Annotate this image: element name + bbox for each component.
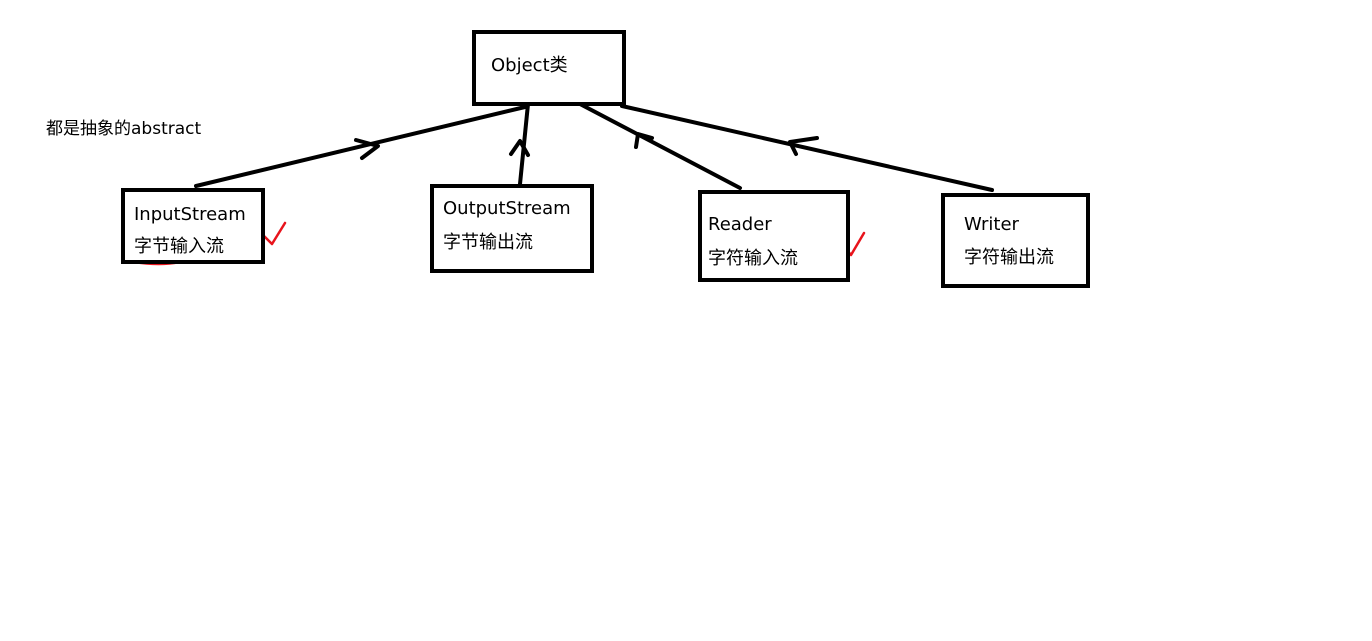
connector-reader-object <box>578 102 742 190</box>
writer-name: Writer <box>964 214 1019 235</box>
reader-class-box: Reader 字符输入流 <box>698 190 850 282</box>
arrowhead-outputstream <box>509 139 530 157</box>
object-class-label: Object类 <box>491 55 568 76</box>
inputstream-name: InputStream <box>134 204 246 225</box>
writer-desc: 字符输出流 <box>964 247 1054 268</box>
inputstream-desc: 字节输入流 <box>134 236 224 257</box>
outputstream-desc: 字节输出流 <box>443 232 533 253</box>
inputstream-class-box: InputStream 字节输入流 <box>121 188 265 264</box>
connector-writer-object <box>620 104 994 192</box>
reader-desc: 字符输入流 <box>708 248 798 269</box>
check-icon-inputstream <box>262 221 287 246</box>
reader-name: Reader <box>708 214 772 235</box>
abstract-note: 都是抽象的abstract <box>46 119 202 139</box>
connector-inputstream-object <box>194 105 527 188</box>
arrowhead-writer <box>788 136 819 156</box>
arrowhead-inputstream <box>354 138 380 160</box>
outputstream-class-box: OutputStream 字节输出流 <box>430 184 594 273</box>
outputstream-name: OutputStream <box>443 198 571 219</box>
object-class-box: Object类 <box>472 30 626 106</box>
writer-class-box: Writer 字符输出流 <box>941 193 1090 288</box>
arrowhead-reader <box>634 132 654 149</box>
